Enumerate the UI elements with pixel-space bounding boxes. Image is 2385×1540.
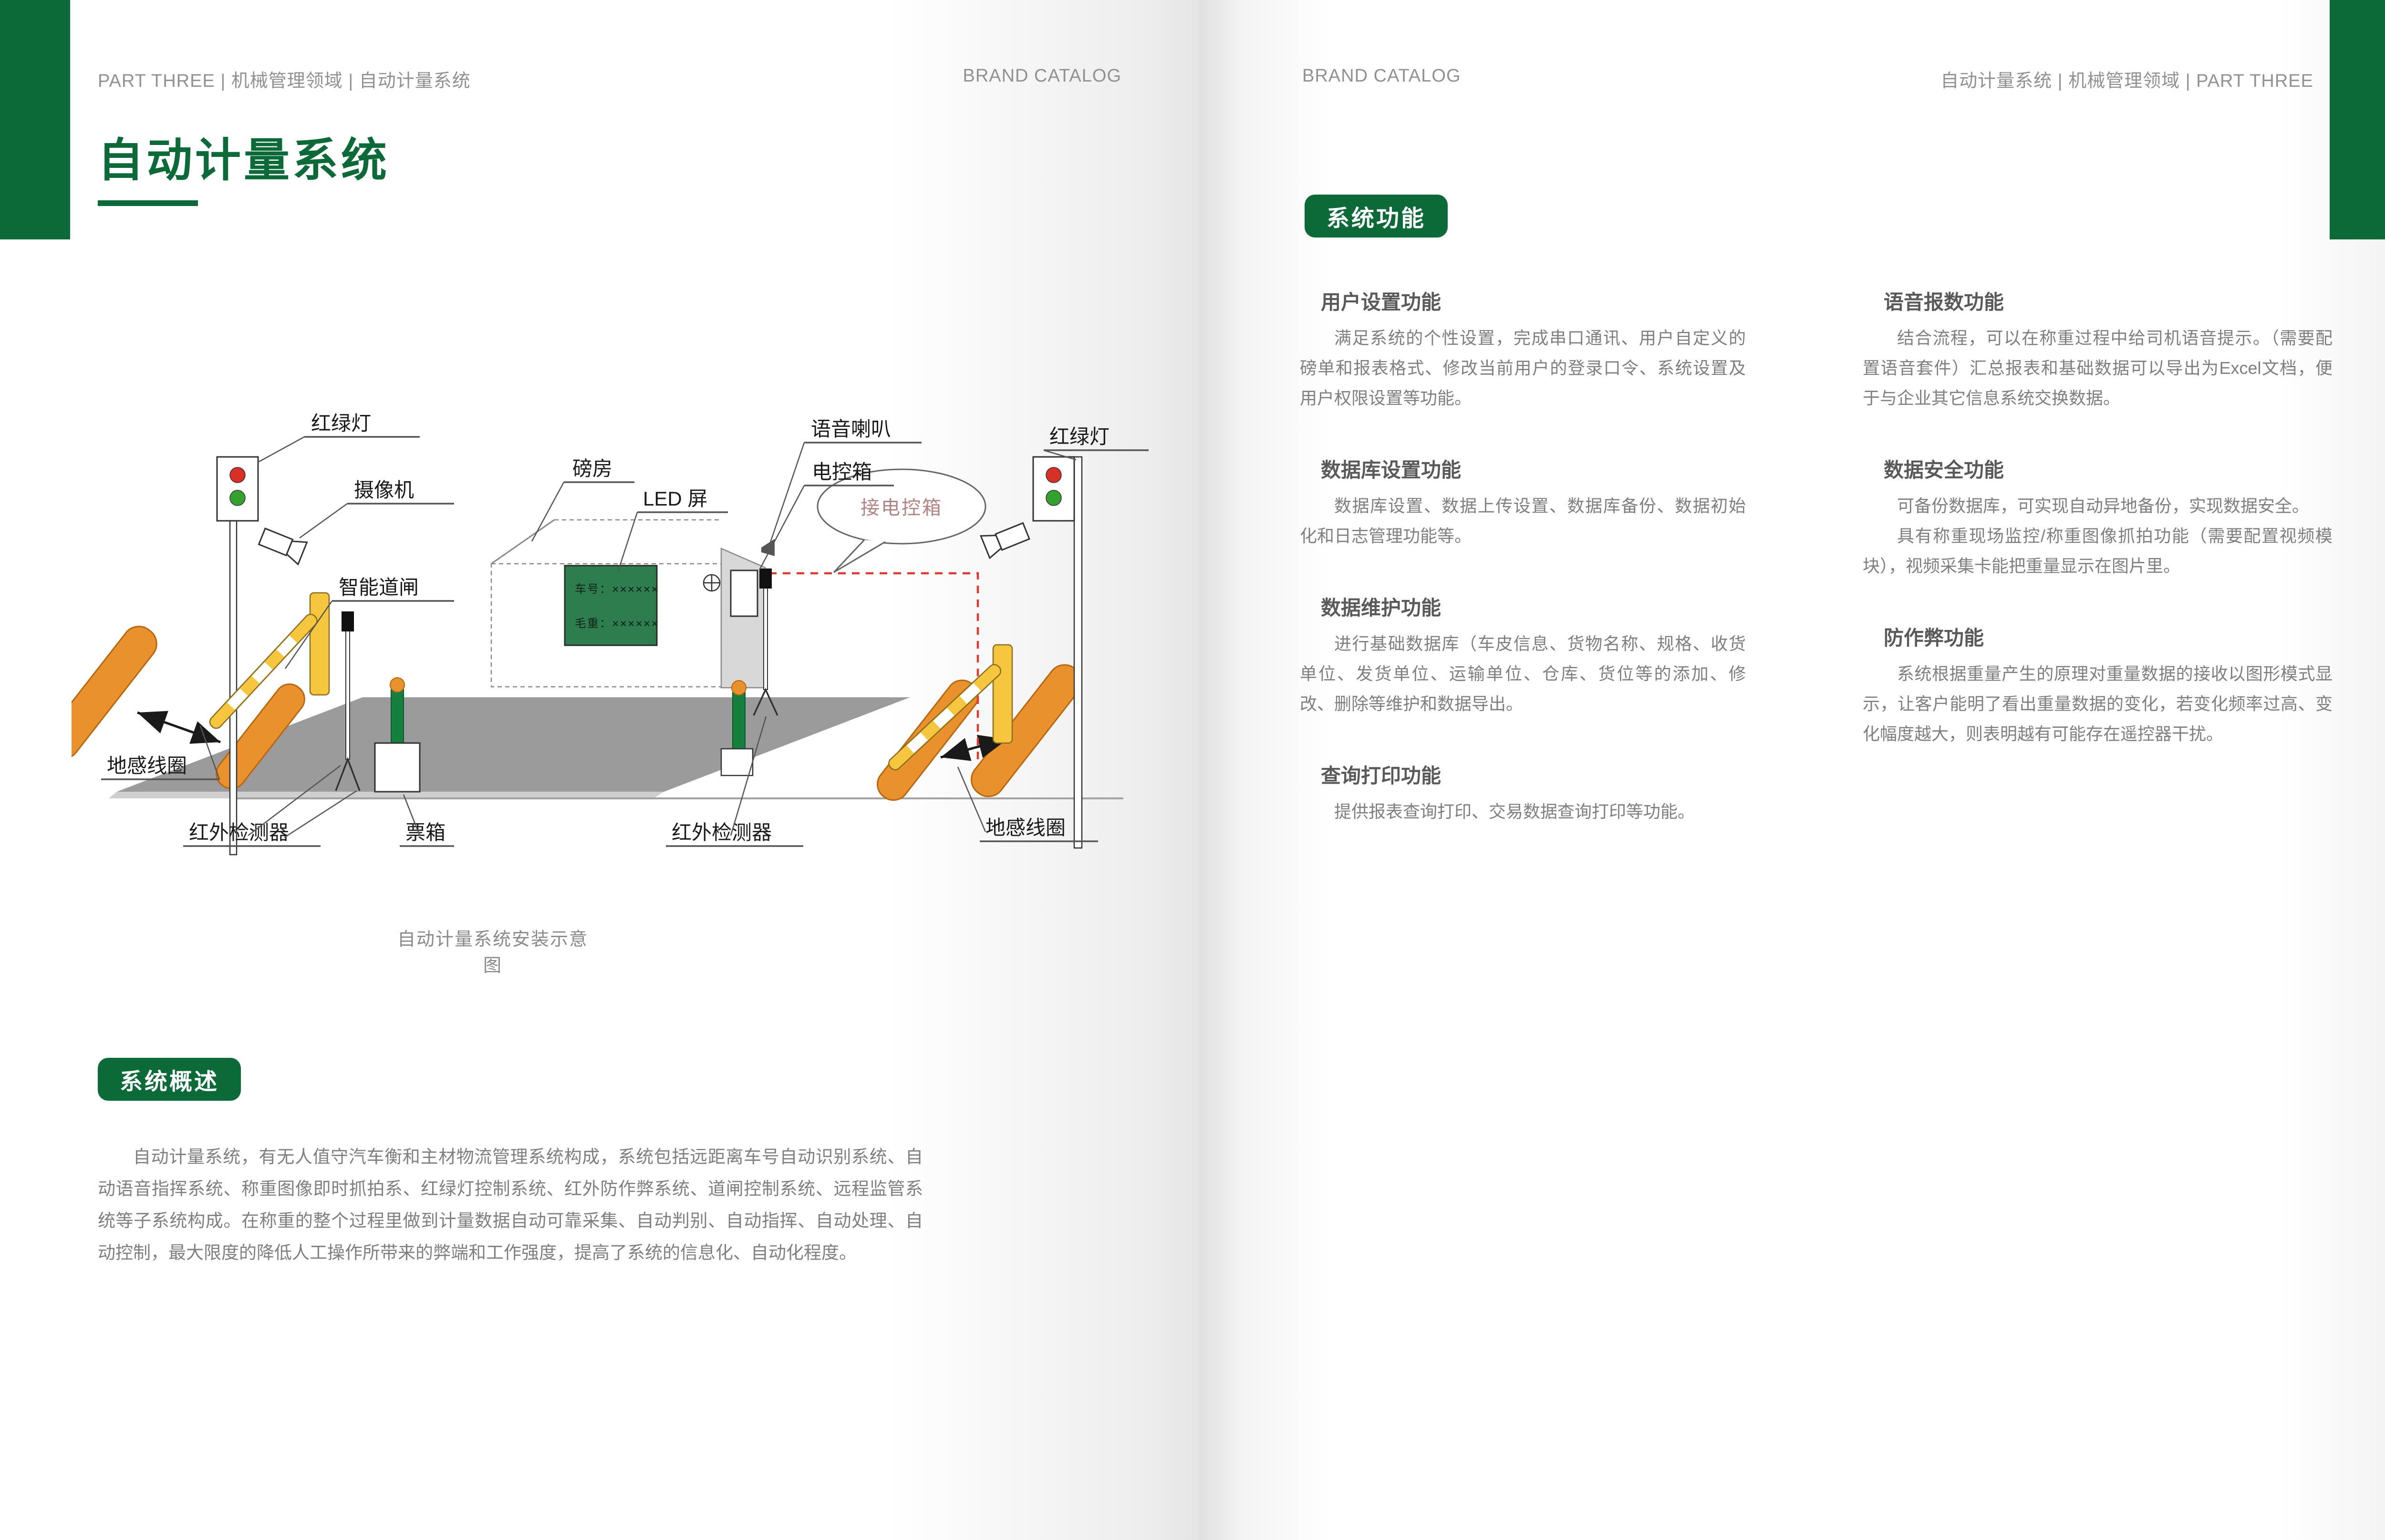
ground-loop-left-inner [216,683,305,789]
diagram-label-text: 红外检测器 [672,821,772,844]
overview-paragraph: 自动计量系统，有无人值守汽车衡和主材物流管理系统构成，系统包括远距离车号自动识别… [98,1147,923,1262]
led-screen [564,565,658,646]
feature-paragraph: 数据库设置、数据上传设置、数据库备份、数据初始化和日志管理功能等。 [1300,496,1746,546]
diagram-labels: 红绿灯摄像机智能道闸磅房LED 屏语音喇叭电控箱红绿灯地感线圈红外检测器票箱红外… [101,412,1149,847]
power-socket-icon [703,574,721,592]
diagram-label: 电控箱 [758,461,894,570]
red-light-icon [229,467,246,483]
feature-section: 查询打印功能提供报表查询打印、交易数据查询打印等功能。 [1300,760,1746,827]
green-light-icon [229,490,246,506]
installation-diagram: 车号：×××××× 毛重：×××××× 接电控箱 [72,412,1149,856]
voice-horn-icon [761,539,775,556]
overview-badge: 系统概述 [98,1058,241,1101]
diagram-label-text: 地感线圈 [107,754,187,777]
feature-section: 防作弊功能系统根据重量产生的原理对重量数据的接收以图形模式显示，让客户能明了看出… [1863,622,2333,749]
left-green-corner-bar [0,0,70,239]
camera-right-icon [980,522,1030,559]
diagram-label-text: 地感线圈 [985,817,1066,839]
diagram-label: 红绿灯 [1043,425,1149,461]
diagram-label-text: 智能道闸 [339,576,419,599]
title-underline [98,200,198,206]
page-title: 自动计量系统 [98,135,390,186]
red-light-icon [1046,467,1062,483]
left-page-header-catalog: BRAND CATALOG [963,66,1121,86]
control-box-panel [730,569,758,617]
led-screen-line1: 车号：×××××× [575,582,659,596]
diagram-label-text: 红绿灯 [1049,425,1110,448]
ground-loop-left-outer [72,626,157,759]
feature-paragraph: 提供报表查询打印、交易数据查询打印等功能。 [1334,802,1695,821]
feature-paragraph: 具有称重现场监控/称重图像抓拍功能（需要配置视频模块），视频采集卡能把重量显示在… [1863,526,2333,576]
diagram-label: 磅房 [531,457,634,542]
traffic-light-left [216,456,259,856]
feature-paragraph: 结合流程，可以在称重过程中给司机语音提示。（需要配置语音套件）汇总报表和基础数据… [1863,328,2333,408]
feature-heading: 数据维护功能 [1321,597,1441,619]
diagram-label-text: 磅房 [572,457,612,480]
feature-paragraph: 满足系统的个性设置，完成串口通讯、用户自定义的磅单和报表格式、修改当前用户的登录… [1300,328,1746,408]
feature-section: 数据安全功能可备份数据库，可实现自动异地备份，实现数据安全。具有称重现场监控/称… [1863,454,2333,581]
diagram-label: 智能道闸 [284,576,454,669]
feature-paragraph: 进行基础数据库（车皮信息、货物名称、规格、收货单位、发货单位、运输单位、仓库、货… [1300,634,1746,713]
scale-house: 车号：×××××× 毛重：×××××× [490,519,775,689]
led-screen-line2: 毛重：×××××× [575,617,659,630]
feature-heading: 数据库设置功能 [1321,459,1462,481]
feature-section: 用户设置功能满足系统的个性设置，完成串口通讯、用户自定义的磅单和报表格式、修改当… [1300,286,1746,413]
diagram-label-text: 摄像机 [354,479,414,501]
features-column-left: 用户设置功能满足系统的个性设置，完成串口通讯、用户自定义的磅单和报表格式、修改当… [1300,286,1746,868]
diagram-caption: 自动计量系统安装示意图 [397,930,589,976]
feature-heading: 数据安全功能 [1884,459,2004,481]
diagram-label: 地感线圈 [101,725,220,780]
diagram-label: 红外检测器 [666,716,803,847]
signal-post-right [720,680,754,776]
feature-paragraph: 可备份数据库，可实现自动异地备份，实现数据安全。 [1897,496,2310,516]
feature-section: 数据维护功能进行基础数据库（车皮信息、货物名称、规格、收货单位、发货单位、运输单… [1300,592,1746,719]
green-light-icon [1046,490,1062,506]
feature-paragraph: 系统根据重量产生的原理对重量数据的接收以图形模式显示，让客户能明了看出重量数据的… [1863,664,2333,744]
diagram-label: 票箱 [400,794,454,847]
diagram-label-text: 票箱 [405,821,446,844]
infrared-detector-left [335,611,361,791]
camera-left-icon [258,527,308,566]
diagram-label-text: 红绿灯 [311,412,371,434]
diagram-label: 地感线圈 [957,766,1098,842]
feature-section: 语音报数功能结合流程，可以在称重过程中给司机语音提示。（需要配置语音套件）汇总报… [1863,286,2333,413]
barrier-gate-right [888,644,1013,771]
diagram-label: 红外检测器 [183,765,357,847]
barrier-gate-left [209,592,330,729]
traffic-light-right [1032,456,1083,849]
diagram-label-text: LED 屏 [643,487,707,510]
right-green-corner-bar [2330,0,2385,239]
features-column-right: 语音报数功能结合流程，可以在称重过程中给司机语音提示。（需要配置语音套件）汇总报… [1863,286,2333,790]
diagram-label: 红绿灯 [259,412,420,463]
diagram-label: 摄像机 [299,479,454,539]
feature-heading: 防作弊功能 [1884,627,1984,649]
red-dashed-wiring [769,572,979,763]
feature-heading: 语音报数功能 [1884,291,2004,313]
ticket-box [374,677,421,793]
feature-heading: 查询打印功能 [1321,765,1441,787]
diagram-label: 语音喇叭 [769,418,922,544]
feature-section: 数据库设置功能数据库设置、数据上传设置、数据库备份、数据初始化和日志管理功能等。 [1300,454,1746,551]
speech-bubble: 接电控箱 [817,468,986,573]
left-page-header-breadcrumb: PART THREE | 机械管理领域 | 自动计量系统 [98,71,471,91]
right-page: BRAND CATALOG 自动计量系统 | 机械管理领域 | PART THR… [1200,0,2385,1540]
speech-bubble-text: 接电控箱 [861,497,943,518]
diagram-label-text: 语音喇叭 [811,418,891,440]
diagram-label-text: 红外检测器 [189,821,289,844]
loop-spacing-arrow-left [137,711,221,744]
weighbridge-platform [109,697,1123,799]
feature-heading: 用户设置功能 [1321,291,1441,313]
diagram-label: LED 屏 [617,487,728,573]
infrared-detector-right [753,568,778,716]
right-page-header-breadcrumb: 自动计量系统 | 机械管理领域 | PART THREE [1940,71,2313,91]
right-page-header-catalog: BRAND CATALOG [1302,66,1461,86]
diagram-label-text: 电控箱 [812,461,872,483]
functions-badge: 系统功能 [1305,195,1448,238]
